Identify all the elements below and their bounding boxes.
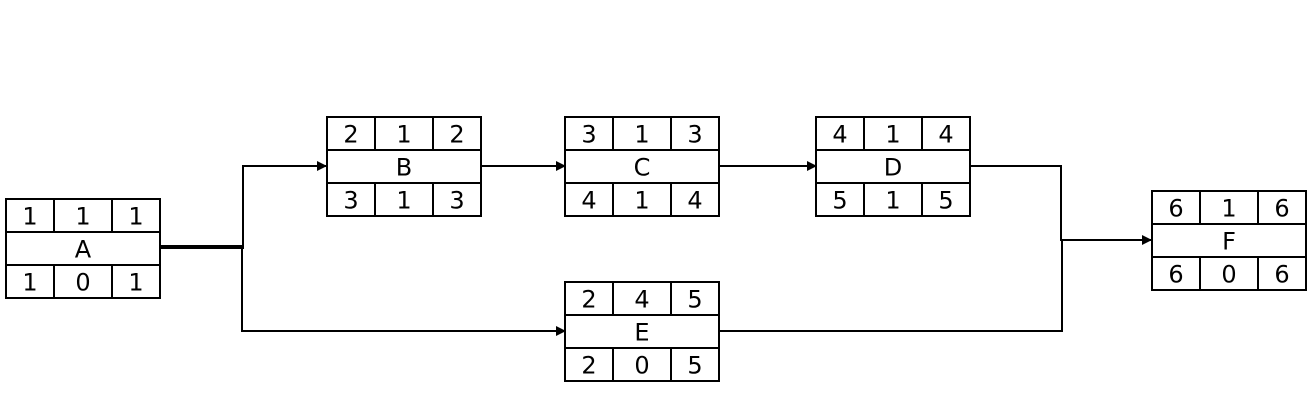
node-bottom-value: 6 [1274, 261, 1289, 289]
node-top-value: 5 [687, 286, 702, 314]
node-top-value: 1 [396, 121, 411, 149]
node-bottom-value: 1 [128, 269, 143, 297]
node-d: 4 1 4D 5 1 5 [815, 116, 971, 217]
node-top-cell [815, 116, 865, 151]
node-label: B [396, 154, 412, 182]
node-bottom-value: 2 [581, 352, 596, 380]
node-bottom-value: 0 [634, 352, 649, 380]
node-label-cell [815, 149, 971, 184]
node-label: F [1222, 228, 1236, 256]
edge-a-to-b [160, 161, 327, 249]
node-bottom-value: 3 [343, 187, 358, 215]
node-top-cell [1257, 190, 1307, 225]
node-bottom-value: 5 [938, 187, 953, 215]
node-top-cell [1199, 190, 1259, 225]
node-bottom-value: 5 [687, 352, 702, 380]
node-bottom-value: 1 [634, 187, 649, 215]
node-bottom-cell [374, 182, 434, 217]
node-bottom-value: 4 [687, 187, 702, 215]
node-top-value: 2 [581, 286, 596, 314]
node-bottom-value: 3 [449, 187, 464, 215]
node-bottom-cell [612, 347, 672, 382]
node-bottom-cell [1199, 256, 1259, 291]
node-top-value: 2 [449, 121, 464, 149]
node-label: E [634, 319, 649, 347]
node-bottom-cell [111, 264, 161, 299]
node-bottom-value: 0 [1221, 261, 1236, 289]
node-top-value: 4 [832, 121, 847, 149]
node-top-value: 1 [885, 121, 900, 149]
node-top-value: 1 [1221, 195, 1236, 223]
node-top-value: 3 [687, 121, 702, 149]
node-label: C [634, 154, 651, 182]
node-top-value: 4 [634, 286, 649, 314]
node-label-cell [1151, 223, 1307, 258]
node-top-value: 6 [1274, 195, 1289, 223]
node-bottom-cell [326, 182, 376, 217]
node-top-value: 1 [634, 121, 649, 149]
node-top-value: 2 [343, 121, 358, 149]
node-label: D [884, 154, 902, 182]
node-top-value: 1 [22, 203, 37, 231]
node-bottom-cell [1257, 256, 1307, 291]
node-bottom-value: 5 [832, 187, 847, 215]
node-label: A [75, 236, 92, 264]
node-bottom-value: 1 [885, 187, 900, 215]
node-top-value: 4 [938, 121, 953, 149]
node-bottom-cell [670, 347, 720, 382]
node-top-cell [921, 116, 971, 151]
node-top-cell [111, 198, 161, 233]
node-bottom-cell [53, 264, 113, 299]
edge-a-to-e [160, 245, 566, 336]
node-top-cell [1151, 190, 1201, 225]
node-bottom-cell [564, 347, 614, 382]
node-bottom-cell [432, 182, 482, 217]
node-top-value: 6 [1168, 195, 1183, 223]
node-top-cell [53, 198, 113, 233]
node-top-value: 3 [581, 121, 596, 149]
node-bottom-value: 6 [1168, 261, 1183, 289]
node-bottom-cell [921, 182, 971, 217]
node-bottom-cell [564, 182, 614, 217]
node-c: 3 1 3C 4 1 4 [564, 116, 720, 217]
node-top-value: 1 [128, 203, 143, 231]
node-bottom-cell [815, 182, 865, 217]
node-bottom-value: 0 [75, 269, 90, 297]
node-top-value: 1 [75, 203, 90, 231]
node-top-cell [612, 116, 672, 151]
node-label-cell [564, 314, 720, 349]
node-bottom-value: 4 [581, 187, 596, 215]
node-label-cell [5, 231, 161, 266]
node-bottom-value: 1 [396, 187, 411, 215]
node-bottom-value: 1 [22, 269, 37, 297]
node-b: 2 1 2B 3 1 3 [326, 116, 482, 217]
edges [160, 161, 1152, 336]
node-bottom-cell [670, 182, 720, 217]
edge-d-to-f [970, 165, 1152, 245]
node-top-cell [670, 116, 720, 151]
edge-e-to-f [719, 240, 1063, 332]
